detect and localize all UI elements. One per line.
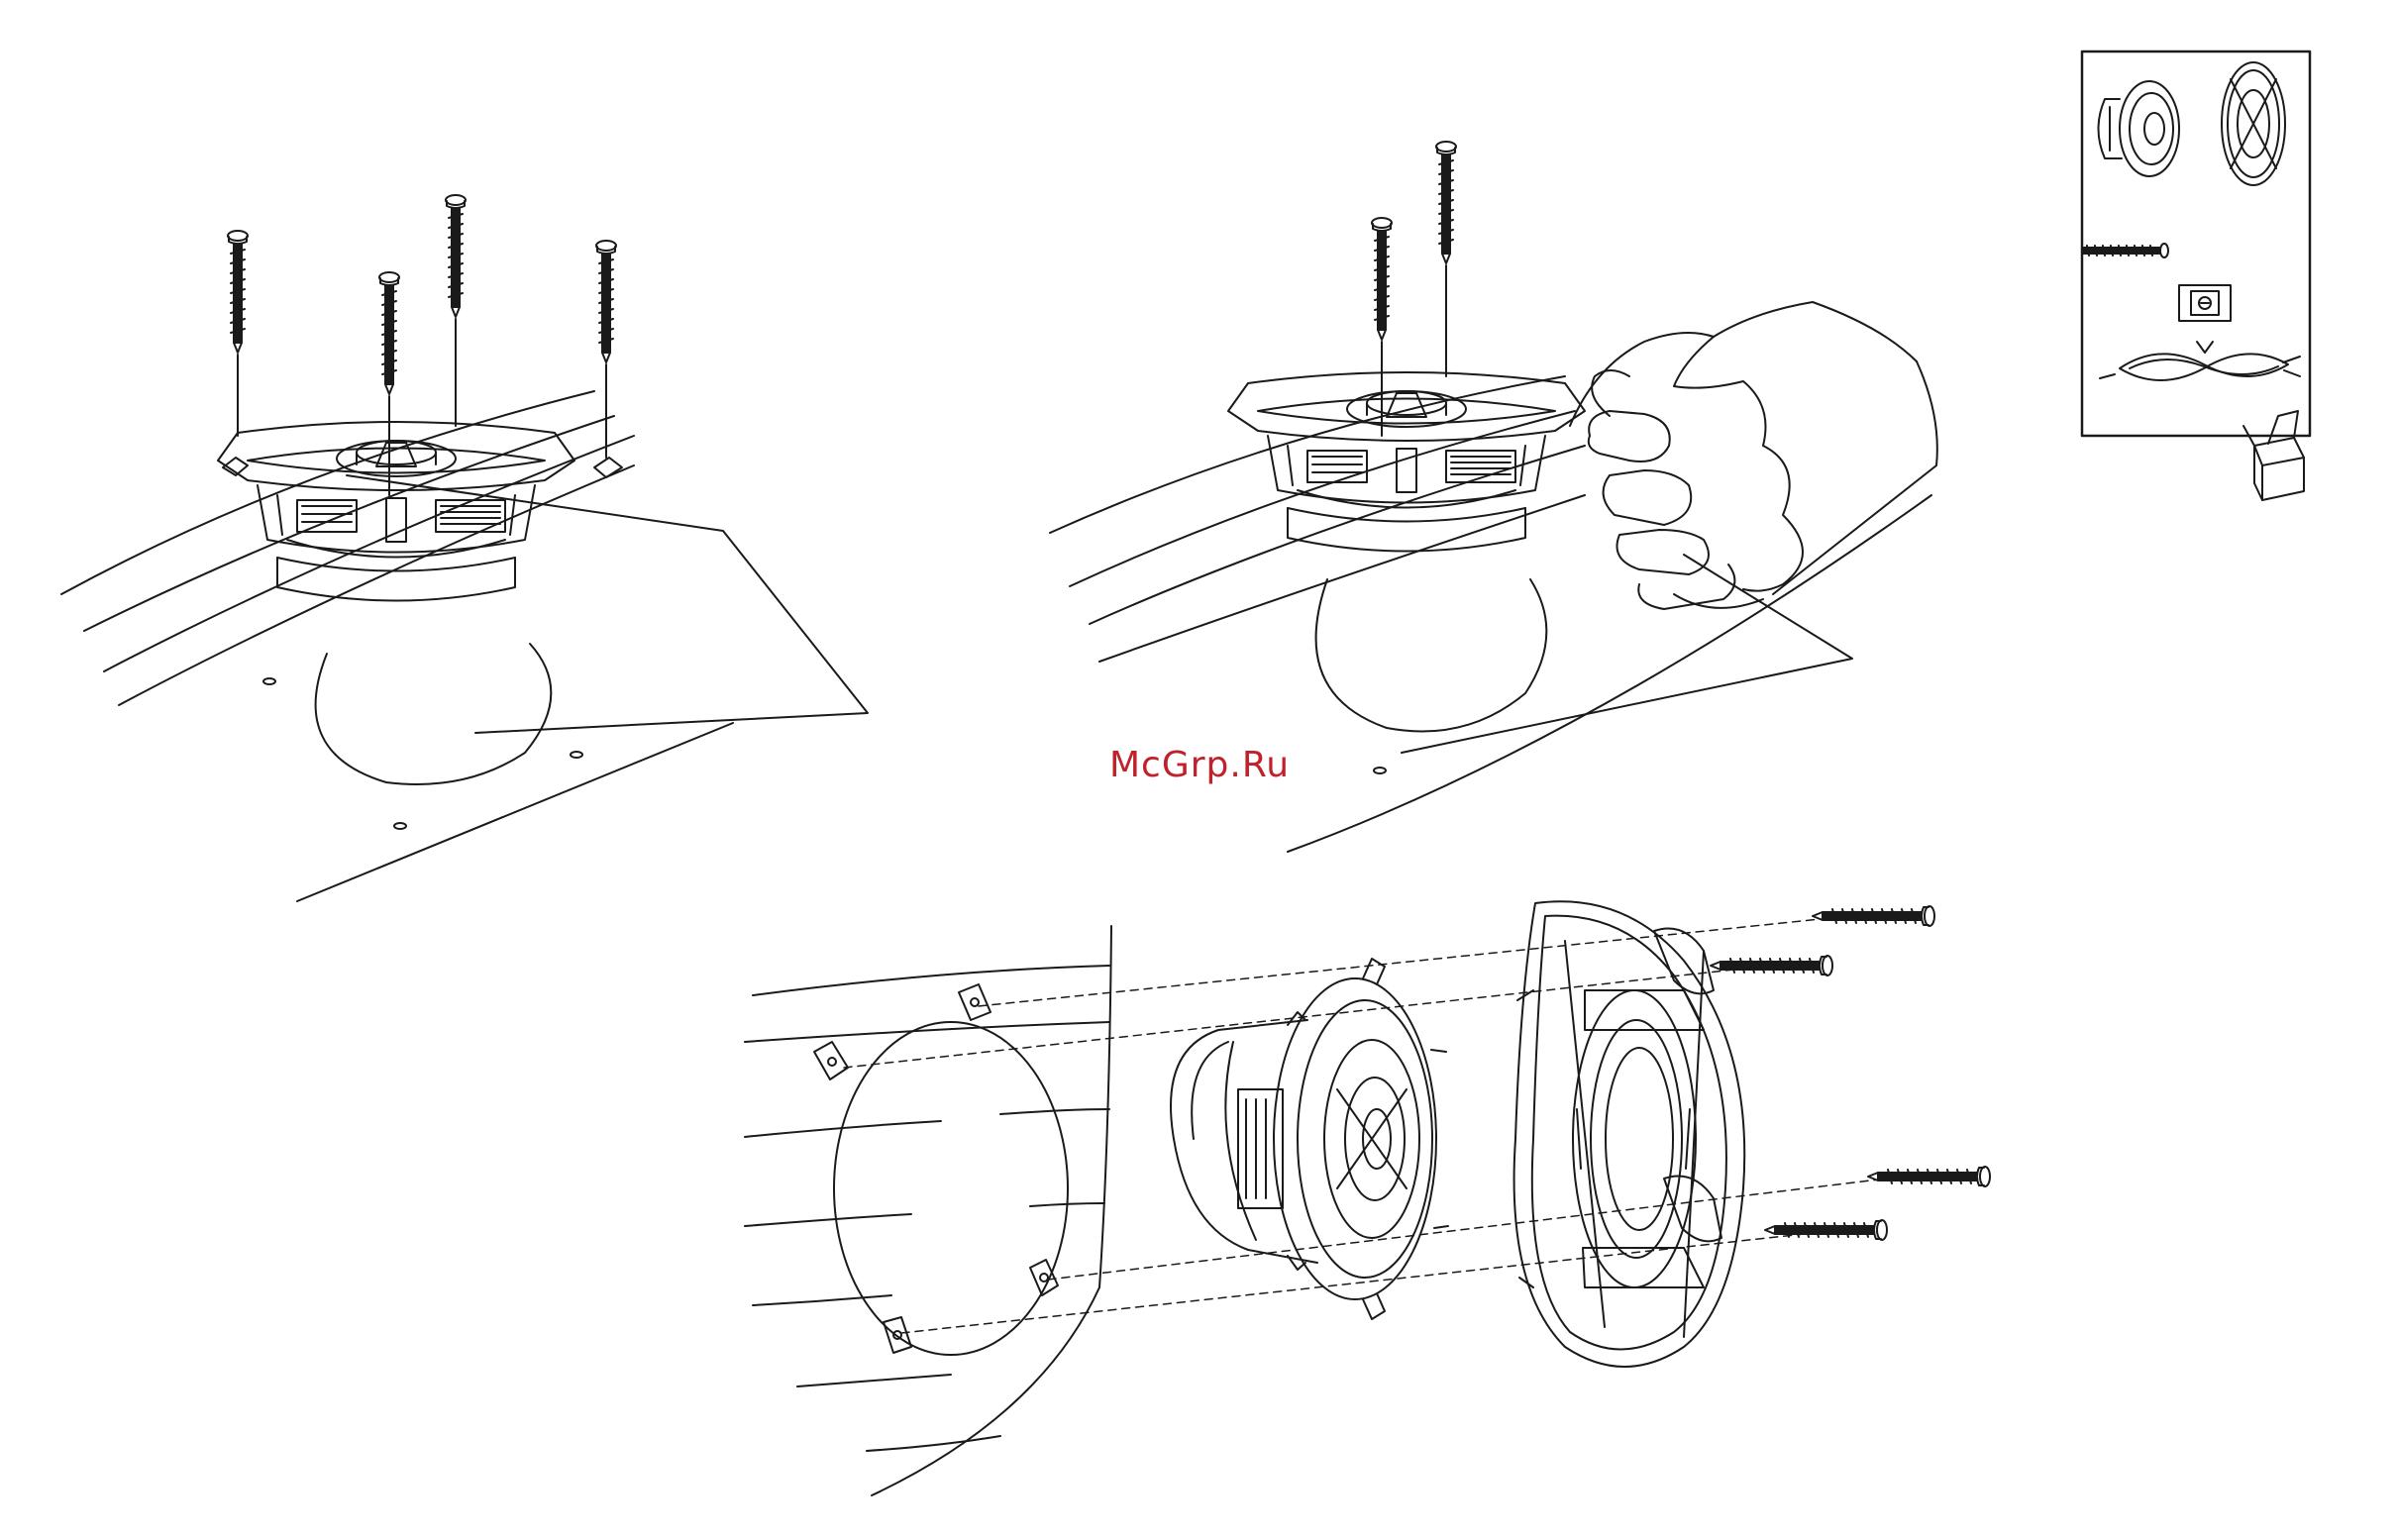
screw-icon	[1813, 906, 1934, 926]
mount-hole	[1316, 579, 1547, 731]
grille-icon	[2222, 62, 2285, 185]
screw-icon	[446, 195, 466, 317]
screw-icon	[379, 272, 399, 394]
clip-icon	[2179, 285, 2231, 321]
screw-icon	[1436, 142, 1456, 263]
speaker-icon	[1171, 959, 1448, 1319]
screw-icon	[1765, 1220, 1887, 1240]
figure-top-left	[61, 195, 868, 901]
screw-icon	[1372, 218, 1392, 340]
screw-icon	[1711, 956, 1832, 975]
mount-hole	[316, 644, 552, 784]
contents-box	[2082, 51, 2310, 500]
watermark-text: McGrp.Ru	[1109, 745, 1290, 785]
grille-icon	[1514, 901, 1745, 1367]
wire-icon	[2100, 342, 2300, 380]
screw-icon	[2083, 244, 2168, 257]
door-edge	[872, 926, 1111, 1495]
figure-bottom	[745, 901, 1990, 1495]
screw-icon	[1868, 1167, 1990, 1186]
contents-frame	[2082, 51, 2310, 436]
clip-icon	[814, 984, 1058, 1353]
box-icon	[2243, 411, 2304, 500]
hand-icon	[1570, 302, 1937, 609]
alignment-lines	[844, 919, 1887, 1333]
mount-hole	[834, 1022, 1068, 1355]
speaker-icon	[2099, 81, 2180, 176]
screw-icon	[596, 241, 616, 362]
screw-icon	[228, 231, 248, 353]
